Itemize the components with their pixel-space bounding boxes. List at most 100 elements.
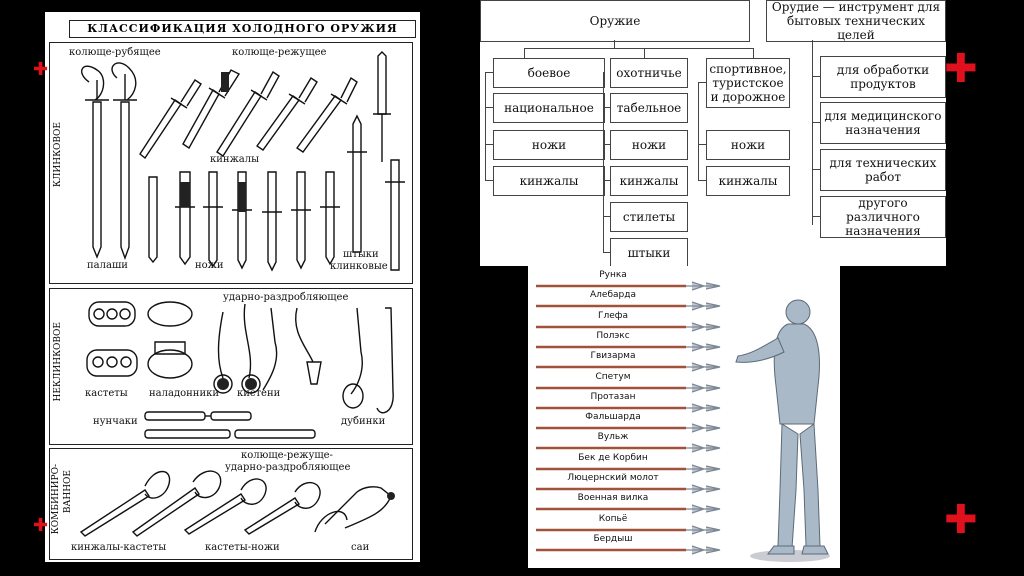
polearm-illustration xyxy=(536,362,721,372)
connector xyxy=(485,144,493,145)
label-kolusche-rezhuschee: колюще-режущее xyxy=(232,47,327,58)
combined-weapons-illustration xyxy=(79,470,395,537)
polearm-label: Глефа xyxy=(598,310,628,321)
connector xyxy=(812,169,820,170)
connector xyxy=(603,252,610,253)
polearm-label: Вульж xyxy=(597,432,629,443)
box-med: для медицинского назначения xyxy=(820,102,946,144)
red-cross-icon: ✚ xyxy=(944,497,978,543)
box-kinzhaly-3: кинжалы xyxy=(706,166,790,196)
prod-line-1: для обработки xyxy=(836,63,930,77)
connector xyxy=(812,216,820,217)
polearm-label: Бердыш xyxy=(593,533,633,544)
box-nozhi-2: ножи xyxy=(610,130,688,160)
box-other: другого различного назначения xyxy=(820,196,946,238)
connector xyxy=(614,40,615,48)
orudie-line-1: Орудие — инструмент для xyxy=(771,0,941,14)
label-kastety-nozhi: кастеты-ножи xyxy=(205,542,280,553)
polearm-label: Рунка xyxy=(599,270,627,280)
connector xyxy=(603,180,610,181)
label-naladonniki: наладонники xyxy=(149,388,220,399)
red-cross-icon: ✚ xyxy=(33,515,49,536)
box-nozhi-3: ножи xyxy=(706,130,790,160)
connector xyxy=(698,82,706,83)
connector xyxy=(524,48,525,58)
box-natsionalnoe: национальное xyxy=(493,93,605,123)
weapon-classification-panel: КЛАССИФИКАЦИЯ ХОЛОДНОГО ОРУЖИЯ КЛИНКОВОЕ… xyxy=(45,12,420,562)
connector xyxy=(485,107,493,108)
box-orudie: Орудие — инструмент для бытовых техничес… xyxy=(766,0,946,42)
label-kolusche-rubyaschee: колюще-рубящее xyxy=(69,47,161,58)
label-dubinki: дубинки xyxy=(341,416,386,427)
connector xyxy=(603,144,610,145)
polearm-illustration xyxy=(536,504,721,514)
label-sai: саи xyxy=(351,542,370,553)
tech-line-2: работ xyxy=(865,170,901,184)
sport-line-2: туристское xyxy=(712,76,784,90)
box-prod: для обработки продуктов xyxy=(820,56,946,98)
polearm-illustration xyxy=(536,484,721,494)
box-kinzhaly-2: кинжалы xyxy=(610,166,688,196)
connector xyxy=(812,40,813,225)
box-okhotniche: охотничье xyxy=(610,58,688,88)
polearm-label: Протазан xyxy=(590,391,636,402)
connector xyxy=(485,72,486,180)
connector xyxy=(603,216,610,217)
prod-line-2: продуктов xyxy=(850,77,916,91)
polearm-label: Алебарда xyxy=(590,290,636,301)
box-sportivnoe: спортивное, туристское и дорожное xyxy=(706,58,790,108)
box-stilety: стилеты xyxy=(610,202,688,232)
polearm-label: Военная вилка xyxy=(577,493,649,504)
other-line-2: назначения xyxy=(845,224,921,238)
connector xyxy=(485,72,493,73)
polearm-illustration xyxy=(536,464,721,474)
box-nozhi-1: ножи xyxy=(493,130,605,160)
connector xyxy=(603,72,604,252)
sport-line-1: спортивное, xyxy=(709,62,787,76)
label-kisteni: кистени xyxy=(237,388,281,399)
non-blade-weapons-illustration xyxy=(86,301,394,439)
polearm-illustration xyxy=(536,281,721,291)
connector xyxy=(644,48,645,58)
blade-weapons-illustration xyxy=(81,51,405,272)
connector xyxy=(812,122,820,123)
connector xyxy=(698,180,706,181)
polearm-label: Полэкс xyxy=(596,330,630,341)
box-tabelnoe: табельное xyxy=(610,93,688,123)
sport-line-3: и дорожное xyxy=(710,90,786,104)
polearm-illustration xyxy=(536,382,721,393)
label-shtyki: штыки xyxy=(343,249,379,260)
connector xyxy=(812,76,820,77)
label-palashi: палаши xyxy=(87,260,128,271)
polearm-label: Гвизарма xyxy=(590,351,636,362)
label-kinzhaly-kastety: кинжалы-кастеты xyxy=(71,542,167,553)
tech-line-1: для технических xyxy=(829,156,937,170)
label-nunchaki: нунчаки xyxy=(93,416,138,427)
connector xyxy=(485,180,493,181)
label-shtyki-klinkovye: клинковые xyxy=(330,261,388,272)
polearm-label: Спетум xyxy=(595,371,631,382)
box-tech: для технических работ xyxy=(820,149,946,191)
label-combined-head-2: ударно-раздробляющее xyxy=(225,462,351,473)
box-oruzhie: Оружие xyxy=(480,0,750,42)
red-cross-icon: ✚ xyxy=(33,59,49,80)
polearm-label: Люцернский молот xyxy=(567,473,659,483)
polearm-illustration xyxy=(536,423,721,433)
box-kinzhaly-1: кинжалы xyxy=(493,166,605,196)
label-udarno-razdroblyayuschee: ударно-раздробляющее xyxy=(223,292,349,303)
polearm-illustration xyxy=(536,322,721,332)
man-figure-illustration xyxy=(735,299,830,562)
label-kinzhaly: кинжалы xyxy=(210,154,260,165)
label-combined-head-1: колюще-режуще- xyxy=(241,450,333,461)
connector xyxy=(524,48,754,49)
section-blade xyxy=(49,42,413,284)
connector xyxy=(603,107,610,108)
weapon-tool-classification-diagram: Оружие Орудие — инструмент для бытовых т… xyxy=(480,0,946,268)
orudie-line-2: бытовых технических целей xyxy=(786,14,926,42)
box-shtyki: штыки xyxy=(610,238,688,268)
connector xyxy=(753,48,754,58)
med-line-2: назначения xyxy=(845,123,921,137)
polearm-illustration xyxy=(536,525,721,535)
polearm-illustration xyxy=(536,545,721,555)
